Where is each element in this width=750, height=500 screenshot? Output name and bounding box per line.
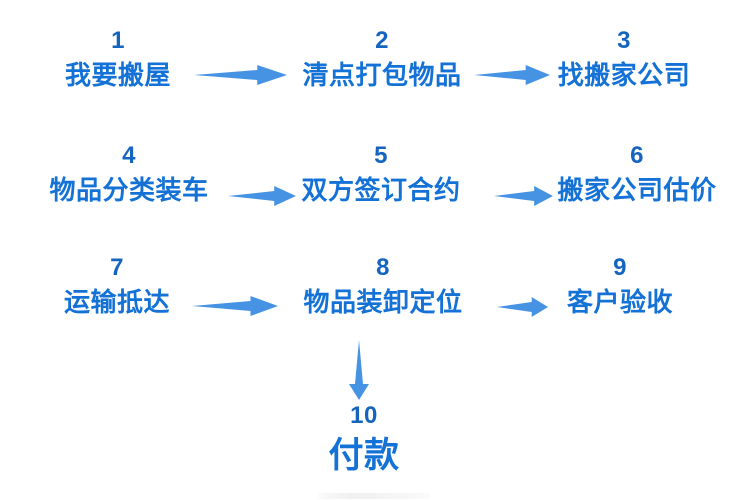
step-6: 6 搬家公司估价: [557, 142, 716, 205]
step-number: 4: [122, 142, 136, 169]
arrow-right-icon: [494, 186, 553, 206]
step-label: 清点打包物品: [302, 60, 462, 90]
step-number: 10: [350, 402, 378, 429]
arrow-down-icon: [349, 340, 369, 400]
step-10: 10 付款: [328, 402, 399, 476]
step-label: 搬家公司估价: [557, 175, 717, 205]
step-label: 找搬家公司: [557, 60, 691, 90]
arrow-right-shape: [228, 186, 296, 206]
arrow-right-shape: [474, 65, 550, 85]
arrow-right-icon: [192, 296, 278, 316]
step-number: 6: [630, 142, 644, 169]
step-number: 9: [613, 254, 627, 281]
step-number: 8: [376, 254, 390, 281]
arrow-down-shape: [349, 340, 369, 400]
step-8: 8 物品装卸定位: [303, 254, 462, 317]
step-label: 双方签订合约: [301, 175, 461, 205]
arrow-right-icon: [194, 65, 287, 85]
arrow-right-icon: [228, 186, 296, 206]
step-number: 3: [617, 27, 631, 54]
step-number: 5: [374, 142, 388, 169]
step-label: 客户验收: [566, 287, 674, 317]
arrow-right-icon: [497, 297, 548, 317]
step-number: 2: [375, 27, 389, 54]
step-label: 物品分类装车: [49, 175, 209, 205]
step-label: 运输抵达: [63, 287, 171, 317]
arrow-right-shape: [192, 296, 278, 316]
step-label: 付款: [328, 436, 400, 475]
step-2: 2 清点打包物品: [302, 27, 461, 90]
arrow-right-shape: [497, 297, 548, 317]
step-1: 1 我要搬屋: [65, 27, 171, 90]
cropped-bottom-artifact: [318, 493, 430, 499]
step-4: 4 物品分类装车: [49, 142, 208, 205]
step-number: 1: [111, 27, 125, 54]
step-3: 3 找搬家公司: [558, 27, 691, 90]
arrow-right-icon: [474, 65, 550, 85]
step-number: 7: [110, 254, 124, 281]
arrow-right-shape: [194, 65, 287, 85]
arrow-right-shape: [494, 186, 553, 206]
step-5: 5 双方签订合约: [301, 142, 460, 205]
step-label: 我要搬屋: [64, 60, 172, 90]
step-7: 7 运输抵达: [64, 254, 170, 317]
step-9: 9 客户验收: [567, 254, 673, 317]
step-label: 物品装卸定位: [303, 287, 463, 317]
